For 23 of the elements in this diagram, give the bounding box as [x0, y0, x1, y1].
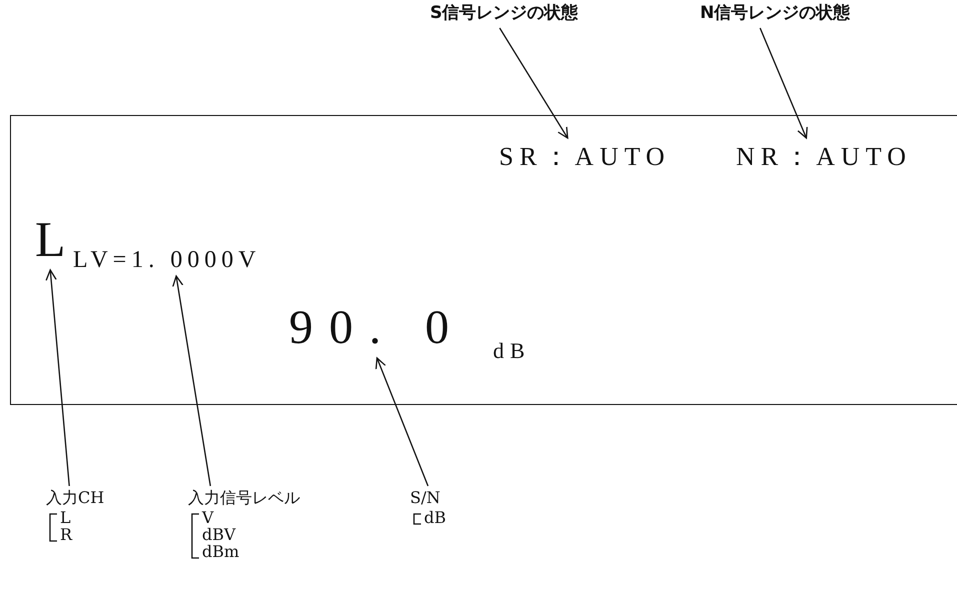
display-panel: [10, 115, 957, 405]
leader-arrow: [499, 28, 568, 139]
leader-arrow: [375, 357, 429, 486]
readout-text: dB: [493, 340, 531, 362]
option-label: V: [202, 510, 215, 527]
leader-arrow: [760, 28, 808, 139]
annotation-label: S/N: [410, 490, 442, 506]
annotation-label: N信号レンジの状態: [700, 5, 850, 22]
readout-text: 90. 0: [289, 304, 465, 352]
readout-text: NR：AUTO: [736, 144, 912, 170]
option-label: R: [60, 526, 74, 544]
option-label: L: [60, 510, 72, 527]
annotation-label: 入力CH: [46, 490, 104, 506]
option-label: dBV: [202, 526, 237, 544]
readout-text: LV=1. 0000V: [73, 248, 261, 272]
leader-arrow: [46, 269, 70, 486]
readout-text: L: [35, 214, 66, 264]
option-label: dB: [424, 510, 446, 527]
leader-arrow: [172, 275, 212, 486]
readout-text: SR：AUTO: [499, 144, 671, 170]
option-label: dBm: [202, 544, 240, 560]
annotation-label: 入力信号レベル: [188, 490, 300, 506]
annotation-label: S信号レンジの状態: [430, 5, 578, 22]
